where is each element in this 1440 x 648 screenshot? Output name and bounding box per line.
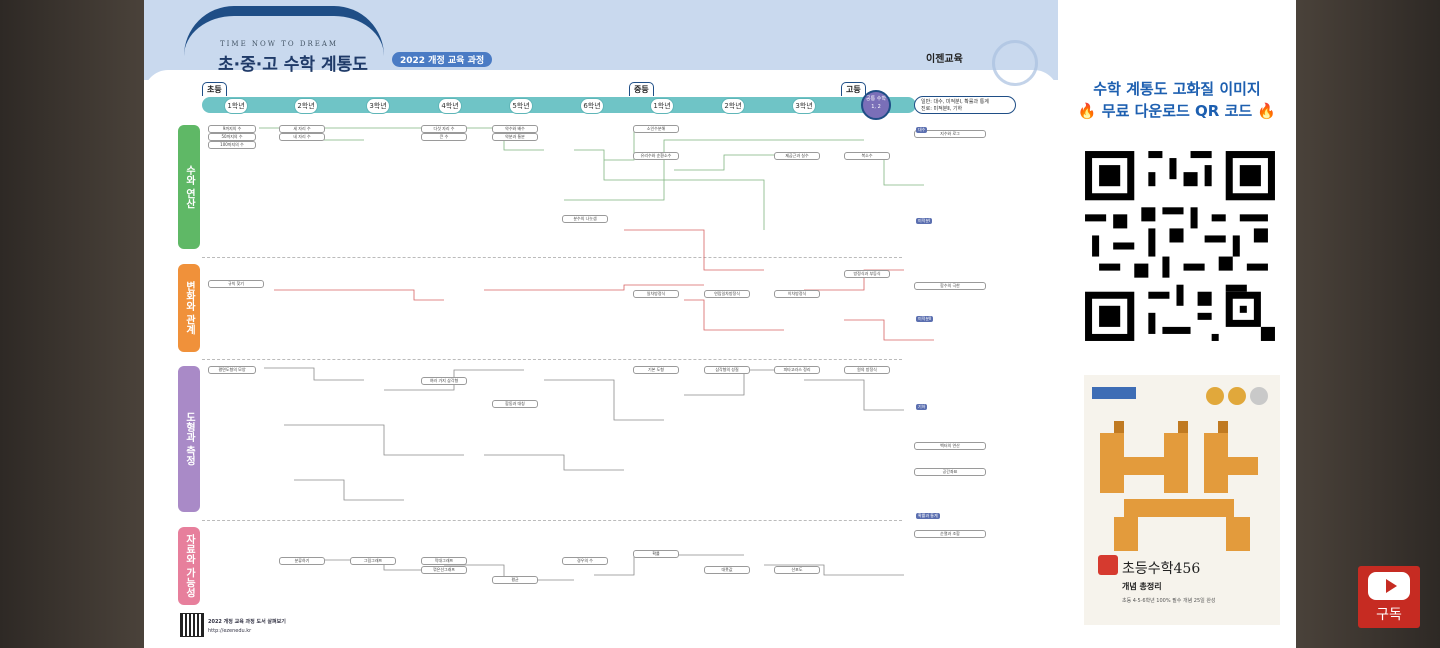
book-series-label-icon	[1092, 387, 1136, 399]
node: 여러 가지 삼각형	[421, 377, 467, 385]
signal-icon	[992, 40, 1038, 86]
book-brand-mark-icon	[1098, 555, 1118, 575]
node: 100까지의 수	[208, 141, 256, 149]
grade-m3: 3학년	[792, 98, 816, 114]
node: 50까지의 수	[208, 133, 256, 141]
node: 꺾은선그래프	[421, 566, 467, 574]
book-note: 초등 4·5·6학년 100% 필수 개념 25일 완성	[1122, 598, 1216, 604]
brand-logo: 이젠교육	[926, 54, 963, 65]
grade-e4: 4학년	[438, 98, 462, 114]
hs-subject-label: 미적분Ⅱ	[916, 316, 934, 322]
promo-line-2: 🔥 무료 다운로드 QR 코드 🔥	[1077, 102, 1277, 120]
footer-text: 2022 개정 교육 과정 도서 살펴보기	[208, 619, 286, 625]
youtube-subscribe-button[interactable]: 구독	[1358, 566, 1420, 628]
node: 막대그래프	[421, 557, 467, 565]
book-logo-icon	[1100, 421, 1258, 551]
node: 경우의 수	[562, 557, 608, 565]
book-title: 초등수학456	[1122, 561, 1201, 577]
node: 9까지의 수	[208, 125, 256, 133]
footer-qr-icon	[180, 613, 204, 637]
tagline: TIME NOW TO DREAM	[220, 40, 339, 48]
poster-title: 초·중·고 수학 계통도	[218, 55, 368, 75]
promo-line-1: 수학 계통도 고화질 이미지	[1093, 80, 1261, 98]
node: 이차방정식	[774, 290, 820, 298]
node: 네 자리 수	[279, 133, 325, 141]
grade-m1: 1학년	[650, 98, 674, 114]
curriculum-badge: 2022 개정 교육 과정	[392, 52, 493, 67]
high-school-electives: 일반: 대수, 미적분Ⅰ, 확률과 통계 진로: 미적분Ⅱ, 기하	[914, 96, 1016, 114]
high-electives-career: 진로: 미적분Ⅱ, 기하	[921, 106, 963, 112]
promo-panel: 수학 계통도 고화질 이미지 🔥 무료 다운로드 QR 코드 🔥	[1058, 0, 1296, 648]
header-arc	[184, 6, 384, 56]
node: 피타고라스 정리	[774, 366, 820, 374]
hs-subject-label: 대수	[916, 127, 928, 133]
hs-subject-label: 기하	[916, 404, 928, 410]
node: 일차방정식	[633, 290, 679, 298]
award-badge-icon	[1250, 387, 1268, 405]
node: 원의 방정식	[844, 366, 890, 374]
section-divider	[202, 520, 902, 521]
node: 규칙 찾기	[208, 280, 264, 288]
grade-e2: 2학년	[294, 98, 318, 114]
node: 제곱근과 실수	[774, 152, 820, 160]
node: 공간좌표	[914, 468, 986, 476]
background-left	[0, 0, 144, 648]
node: 연립일차방정식	[704, 290, 750, 298]
node: 삼각형의 성질	[704, 366, 750, 374]
high-electives-general: 일반: 대수, 미적분Ⅰ, 확률과 통계	[921, 99, 989, 105]
node: 벡터의 연산	[914, 442, 986, 450]
node: 약분과 통분	[492, 133, 538, 141]
stage-middle: 중등	[629, 82, 654, 96]
node: 기본 도형	[633, 366, 679, 374]
youtube-play-icon	[1368, 572, 1410, 600]
footer-url: http://ezenedu.kr	[208, 628, 252, 634]
node: 순열과 조합	[914, 530, 986, 538]
node: 지수와 로그	[914, 130, 986, 138]
qr-code-icon[interactable]	[1078, 144, 1282, 348]
category-data-probability: 자료와 가능성	[178, 527, 200, 605]
hs-subject-label: 미적분Ⅰ	[916, 218, 933, 224]
book-cover[interactable]: 초등수학456 개념 총정리 초등 4·5·6학년 100% 필수 개념 25일…	[1084, 375, 1280, 625]
node: 분류하기	[279, 557, 325, 565]
node: 평면도형의 모양	[208, 366, 256, 374]
subscribe-label: 구독	[1376, 607, 1402, 623]
node: 소인수분해	[633, 125, 679, 133]
node: 큰 수	[421, 133, 467, 141]
section-divider	[202, 359, 902, 360]
play-triangle-icon	[1386, 579, 1397, 593]
node: 방정식과 부등식	[844, 270, 890, 278]
grade-e5: 5학년	[509, 98, 533, 114]
award-badge-icon	[1228, 387, 1246, 405]
high-school-common: 공통 수학 1, 2	[861, 90, 891, 120]
node: 대푯값	[704, 566, 750, 574]
grade-e1: 1학년	[224, 98, 248, 114]
node: 평균	[492, 576, 538, 584]
book-subtitle: 개념 총정리	[1122, 582, 1162, 591]
grade-e6: 6학년	[580, 98, 604, 114]
grade-e3: 3학년	[366, 98, 390, 114]
connection-lines	[259, 127, 934, 581]
node: 산포도	[774, 566, 820, 574]
section-divider	[202, 257, 902, 258]
node: 약수와 배수	[492, 125, 538, 133]
stage-high: 고등	[841, 82, 866, 96]
node: 분수의 나눗셈	[562, 215, 608, 223]
node: 유리수와 순환소수	[633, 152, 679, 160]
node: 합동과 대칭	[492, 400, 538, 408]
stage-elementary: 초등	[202, 82, 227, 96]
node: 다섯 자리 수	[421, 125, 467, 133]
category-geometry-measure: 도형과 측정	[178, 366, 200, 512]
node: 확률	[633, 550, 679, 558]
category-number-operation: 수와 연산	[178, 125, 200, 249]
math-curriculum-poster: TIME NOW TO DREAM 초·중·고 수학 계통도 2022 개정 교…	[144, 0, 1058, 648]
grade-m2: 2학년	[721, 98, 745, 114]
hs-subject-label: 확률과 통계	[916, 513, 940, 519]
background-right	[1296, 0, 1440, 648]
node: 그림그래프	[350, 557, 396, 565]
award-badge-icon	[1206, 387, 1224, 405]
node: 함수의 극한	[914, 282, 986, 290]
node: 세 자리 수	[279, 125, 325, 133]
node: 복소수	[844, 152, 890, 160]
category-change-relation: 변화와 관계	[178, 264, 200, 352]
